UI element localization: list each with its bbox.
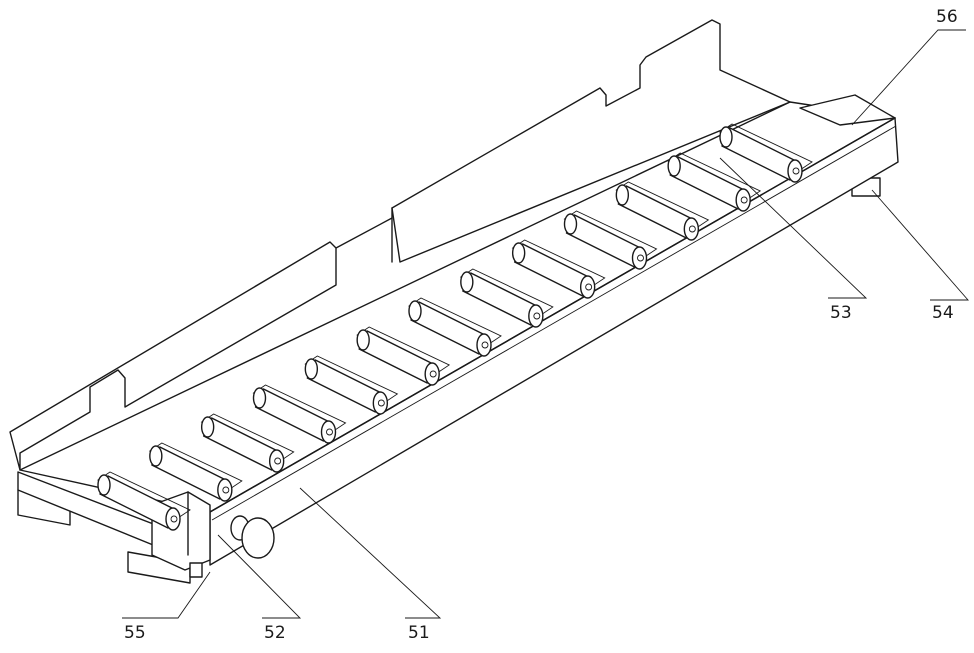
rear-side-wall: [9, 19, 791, 471]
label-55: 55: [124, 623, 146, 643]
roller: [200, 413, 295, 473]
label-54: 54: [932, 303, 954, 323]
label-52: 52: [264, 623, 286, 643]
label-56: 56: [936, 7, 958, 27]
part-labels: 55 52 51 53 54 56: [124, 7, 958, 643]
leader-56: [851, 29, 966, 126]
roller: [252, 384, 347, 444]
roller: [408, 297, 502, 357]
roller: [615, 181, 710, 241]
roller: [356, 326, 451, 386]
leader-55: [122, 571, 211, 619]
leader-51: [299, 487, 442, 619]
end-plate-56: [799, 94, 896, 126]
roller: [511, 239, 606, 299]
roller: [667, 152, 762, 212]
roller: [304, 355, 399, 415]
rollers: [97, 123, 813, 531]
roller: [459, 268, 554, 328]
adjust-knob: [241, 517, 275, 559]
leader-lines: [122, 29, 969, 619]
leader-54: [871, 189, 969, 301]
leader-53: [719, 157, 868, 299]
roller: [148, 442, 243, 502]
roller: [719, 123, 813, 183]
roller: [97, 471, 191, 531]
label-53: 53: [830, 303, 852, 323]
label-51: 51: [408, 623, 430, 643]
leader-52: [217, 534, 302, 619]
roller: [563, 210, 658, 270]
